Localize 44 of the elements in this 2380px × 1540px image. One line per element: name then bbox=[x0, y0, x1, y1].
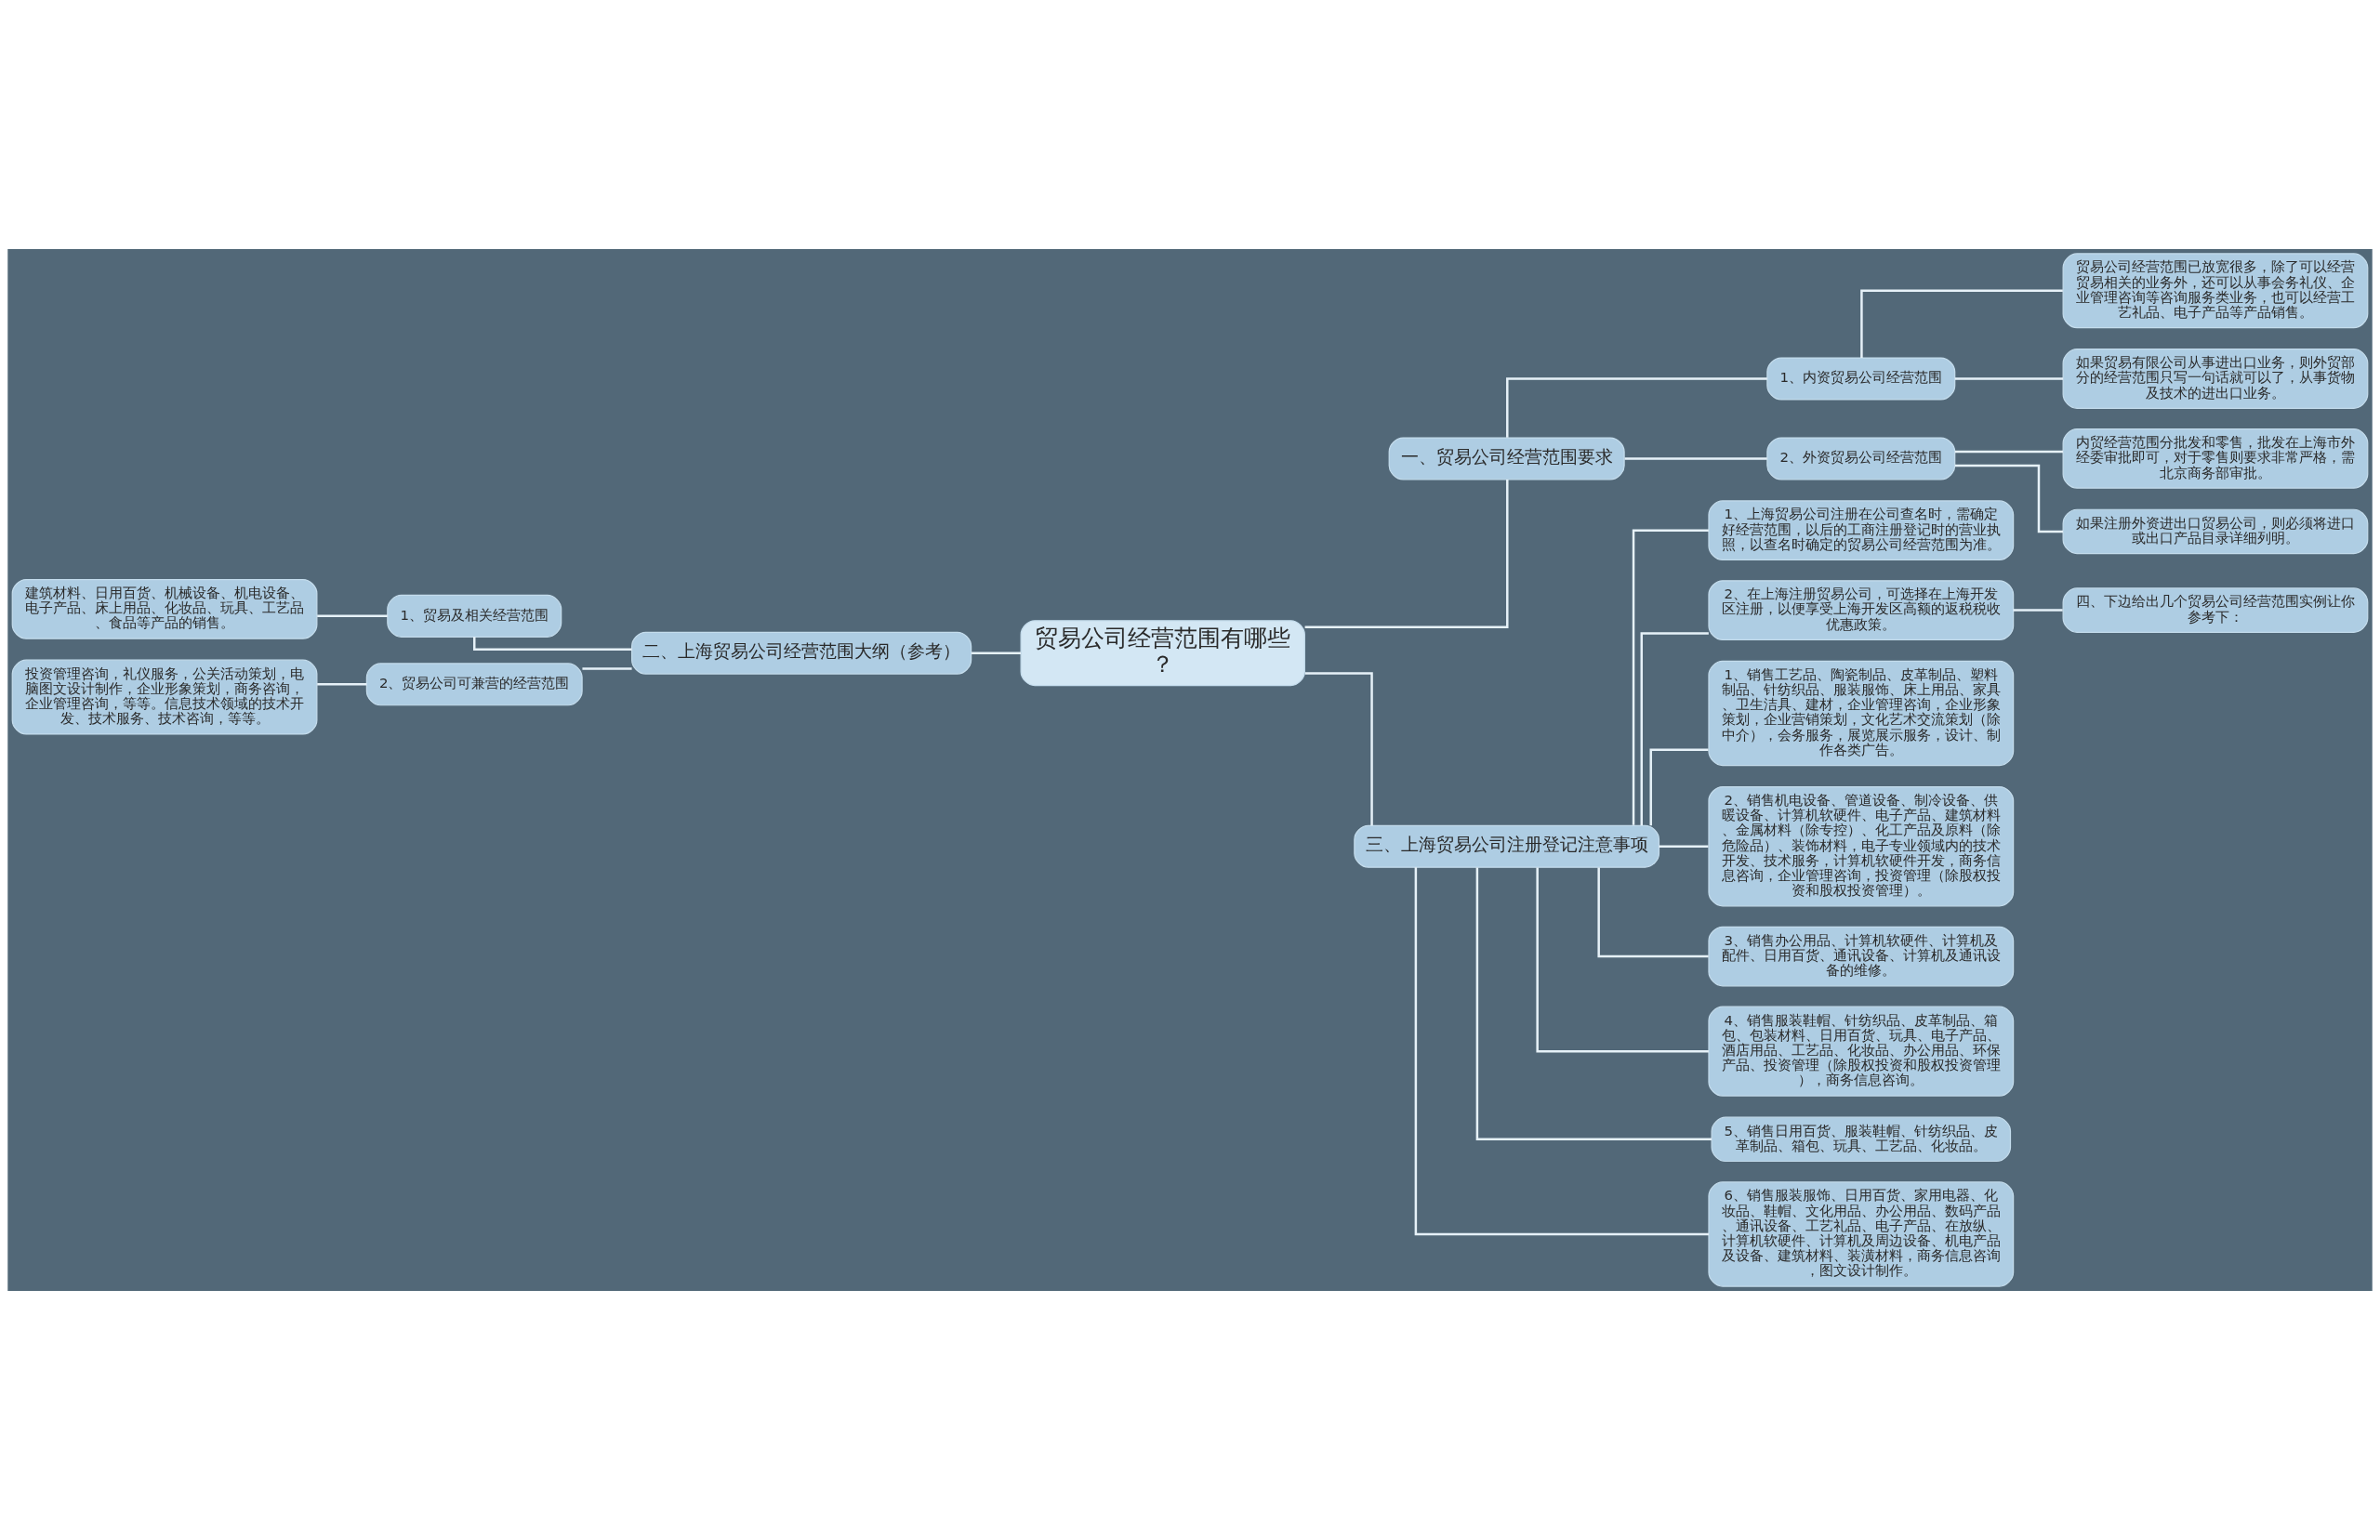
connector bbox=[317, 614, 388, 618]
node-box: 贸易公司经营范围已放宽很多，除了可以经营贸易相关的业务外，还可以从事会务礼仪、企业管理咨询等咨询服务类业务，也可以经营工艺礼品、电子产品等产品销售。 bbox=[2062, 253, 2369, 329]
connector bbox=[2013, 609, 2063, 612]
connector bbox=[1640, 632, 1709, 825]
node-box: 1、销售工艺品、陶瓷制品、皮革制品、塑料制品、针纺织品、服装服饰、床上用品、家具、卫生洁具、建材，企业管理咨询，企业形象策划，企业营销策划，文化艺术交流策划（除中介），会务服务，展览展示服务，设计、制作各类广告。 bbox=[1708, 660, 2015, 767]
connector bbox=[1632, 529, 1709, 825]
node-box: 2、外资贸易公司经营范围 bbox=[1766, 437, 1956, 480]
node-box: 2、在上海注册贸易公司，可选择在上海开发区注册，以便享受上海开发区高额的返税税收优惠政策。 bbox=[1708, 580, 2015, 640]
node-box: 6、销售服装服饰、日用百货、家用电器、化妆品、鞋帽、文化用品、办公用品、数码产品、通讯设备、工艺礼品、电子产品、在放纵、计算机软硬件、计算机及周边设备、机电产品及设备、建筑材料、装潢材料，商务信息咨询，图文设计制作。 bbox=[1708, 1181, 2015, 1287]
node-box: 投资管理咨询，礼仪服务，公关活动策划，电脑图文设计制作，企业形象策划，商务咨询，企业管理咨询，等等。信息技术领域的技术开发、技术服务、技术咨询，等等。 bbox=[11, 659, 318, 735]
node-box: 贸易公司经营范围有哪些？ bbox=[1020, 620, 1305, 687]
connector bbox=[1624, 457, 1767, 460]
connector bbox=[1649, 748, 1709, 826]
node-box: 建筑材料、日用百货、机械设备、机电设备、电子产品、床上用品、化妆品、玩具、工艺品、食品等产品的销售。 bbox=[11, 579, 318, 639]
connector bbox=[1536, 867, 1709, 1053]
connector bbox=[1475, 867, 1712, 1141]
node-box: 二、上海贸易公司经营范围大纲（参考） bbox=[631, 631, 972, 675]
node-box: 1、贸易及相关经营范围 bbox=[387, 594, 562, 638]
connector bbox=[1860, 289, 2063, 359]
node-box: 如果注册外资进出口贸易公司，则必须将进口或出口产品目录详细列明。 bbox=[2062, 508, 2369, 555]
connector bbox=[317, 683, 367, 686]
node-box: 一、贸易公司经营范围要求 bbox=[1388, 437, 1625, 480]
node-box: 1、内资贸易公司经营范围 bbox=[1766, 357, 1956, 401]
connector bbox=[473, 637, 632, 651]
connector bbox=[1304, 480, 1509, 628]
connector bbox=[1954, 450, 2063, 454]
connector bbox=[1414, 867, 1709, 1236]
connector bbox=[1506, 377, 1767, 438]
connector bbox=[1304, 672, 1373, 826]
node-box: 如果贸易有限公司从事进出口业务，则外贸部分的经营范围只写一句话就可以了，从事货物及技术的进出口业务。 bbox=[2062, 349, 2369, 409]
node-box: 4、销售服装鞋帽、针纺织品、皮革制品、箱包、包装材料、日用百货、玩具、电子产品、酒店用品、工艺品、化妆品、办公用品、环保产品、投资管理（除股权投资和股权投资管理），商务信息咨询。 bbox=[1708, 1006, 2015, 1097]
node-box: 三、上海贸易公司注册登记注意事项 bbox=[1354, 824, 1660, 868]
node-box: 2、销售机电设备、管道设备、制冷设备、供暖设备、计算机软硬件、电子产品、建筑材料、金属材料（除专控）、化工产品及原料（除危险品）、装饰材料，电子专业领域内的技术开发、技术服务，计算机软硬件开发，商务信息咨询，企业管理咨询，投资管理（除股权投资和股权投资管理）。 bbox=[1708, 785, 2015, 907]
connector bbox=[1597, 867, 1709, 958]
node-box: 1、上海贸易公司注册在公司查名时，需确定好经营范围，以后的工商注册登记时的营业执照，以查名时确定的贸易公司经营范围为准。 bbox=[1708, 500, 2015, 561]
node-box: 内贸经营范围分批发和零售，批发在上海市外经委审批即可，对于零售则要求非常严格，需北京商务部审批。 bbox=[2062, 428, 2369, 489]
node-box: 3、销售办公用品、计算机软硬件、计算机及配件、日用百货、通讯设备、计算机及通讯设备的维修。 bbox=[1708, 926, 2015, 987]
node-box: 2、贸易公司可兼营的经营范围 bbox=[365, 663, 583, 706]
connector bbox=[582, 667, 632, 670]
connector bbox=[1659, 845, 1709, 848]
connector bbox=[1954, 377, 2063, 380]
connector bbox=[972, 652, 1021, 654]
node-box: 5、销售日用百货、服装鞋帽、针纺织品、皮革制品、箱包、玩具、工艺品、化妆品。 bbox=[1711, 1116, 2012, 1163]
node-box: 四、下边给出几个贸易公司经营范围实例让你参考下： bbox=[2062, 587, 2369, 633]
